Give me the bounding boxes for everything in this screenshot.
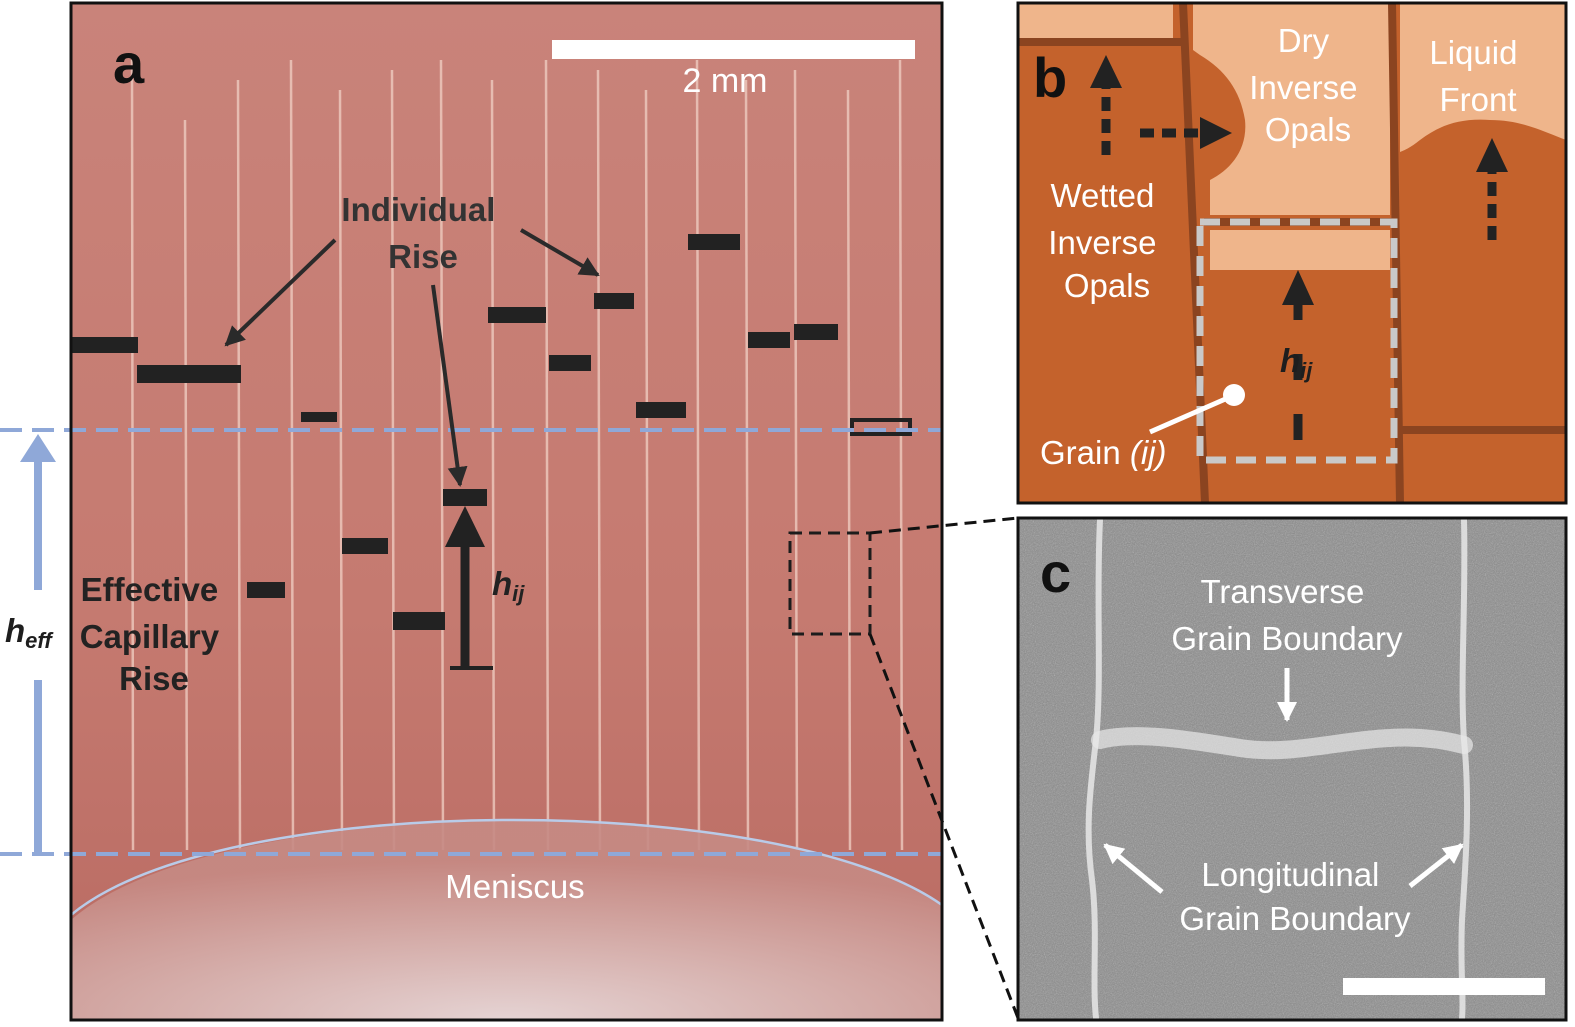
sem-grain-boundaries: [1085, 517, 1473, 1021]
grain-ij-label: Grain (ij): [1040, 434, 1167, 471]
transverse-grain-boundary-label: Transverse Grain Boundary: [1171, 573, 1403, 657]
front-arrows: [1090, 55, 1508, 440]
dry-region-left-top: [1018, 3, 1173, 39]
h-eff-arrow: [20, 434, 56, 852]
panel-c-letter: c: [1040, 541, 1071, 604]
rise-marker: [794, 324, 838, 340]
panel-a-letter: a: [113, 32, 145, 95]
individual-rise-arrow-right: [519, 228, 600, 277]
rise-marker: [549, 355, 591, 371]
panel-b-frame: [1016, 1, 1568, 505]
rise-marker: [636, 402, 686, 418]
rise-marker: [850, 418, 912, 436]
h-ij-label-b: hij: [1280, 342, 1313, 383]
h-ij-label-a: hij: [492, 565, 525, 606]
dry-region-center: [1193, 3, 1390, 215]
panel-c-scale-bar: [1343, 978, 1545, 995]
dry-region-grain: [1210, 230, 1390, 270]
liquid-front-label: Liquid Front: [1429, 34, 1526, 118]
zoom-connector-bottom: [868, 633, 1020, 1019]
sem-image-noise: [1018, 518, 1566, 1020]
effective-capillary-rise-label: Effective Capillary Rise: [80, 571, 229, 697]
panel-a: Meniscus heff: [0, 1, 944, 1022]
rise-marker: [688, 234, 740, 250]
rise-marker: [247, 582, 285, 598]
dry-region-right: [1400, 3, 1566, 152]
longitudinal-arrow-left: [1103, 843, 1164, 894]
zoom-region-box: [788, 531, 872, 636]
grain-ij-box: [1196, 218, 1398, 464]
longitudinal-arrow-right: [1408, 843, 1464, 888]
panel-c: Transverse Grain Boundary Longitudinal G…: [1016, 516, 1568, 1022]
grain-pointer-line: [1148, 394, 1232, 435]
h-eff-label: heff: [5, 612, 54, 653]
individual-rise-arrow-down: [431, 284, 468, 487]
rise-marker: [301, 412, 337, 422]
scale-bar: [552, 40, 915, 59]
panel-a-frame: [69, 1, 944, 1022]
individual-rise-label: Individual Rise: [341, 191, 504, 275]
grain-pointer-dot: [1223, 384, 1245, 406]
zoom-connector-top: [869, 516, 1019, 535]
rise-marker: [748, 332, 790, 348]
rise-marker: [72, 337, 138, 353]
rise-marker: [137, 365, 241, 383]
rise-markers: [72, 234, 912, 630]
panel-b-letter: b: [1033, 46, 1067, 109]
panel-c-frame: [1016, 516, 1568, 1022]
rise-marker: [443, 489, 487, 506]
photo-grain-streaks: [130, 59, 904, 851]
rise-marker: [594, 293, 634, 309]
rise-marker: [393, 612, 445, 630]
rise-marker: [342, 538, 388, 554]
individual-rise-arrow-left: [224, 238, 337, 347]
h-ij-arrow: [445, 506, 493, 670]
meniscus-label: Meniscus: [445, 868, 584, 905]
panel-b: Dry Inverse Opals Liquid Front Wetted In…: [1016, 1, 1568, 505]
wetted-inverse-opals-label: Wetted Inverse Opals: [1048, 177, 1165, 304]
rise-marker: [488, 307, 546, 323]
meniscus-region: [71, 820, 942, 1020]
meniscus-curve: [70, 818, 943, 916]
dry-inverse-opals-label: Dry Inverse Opals: [1249, 22, 1366, 148]
scale-bar-label: 2 mm: [683, 62, 768, 100]
longitudinal-grain-boundary-label: Longitudinal Grain Boundary: [1179, 856, 1411, 937]
